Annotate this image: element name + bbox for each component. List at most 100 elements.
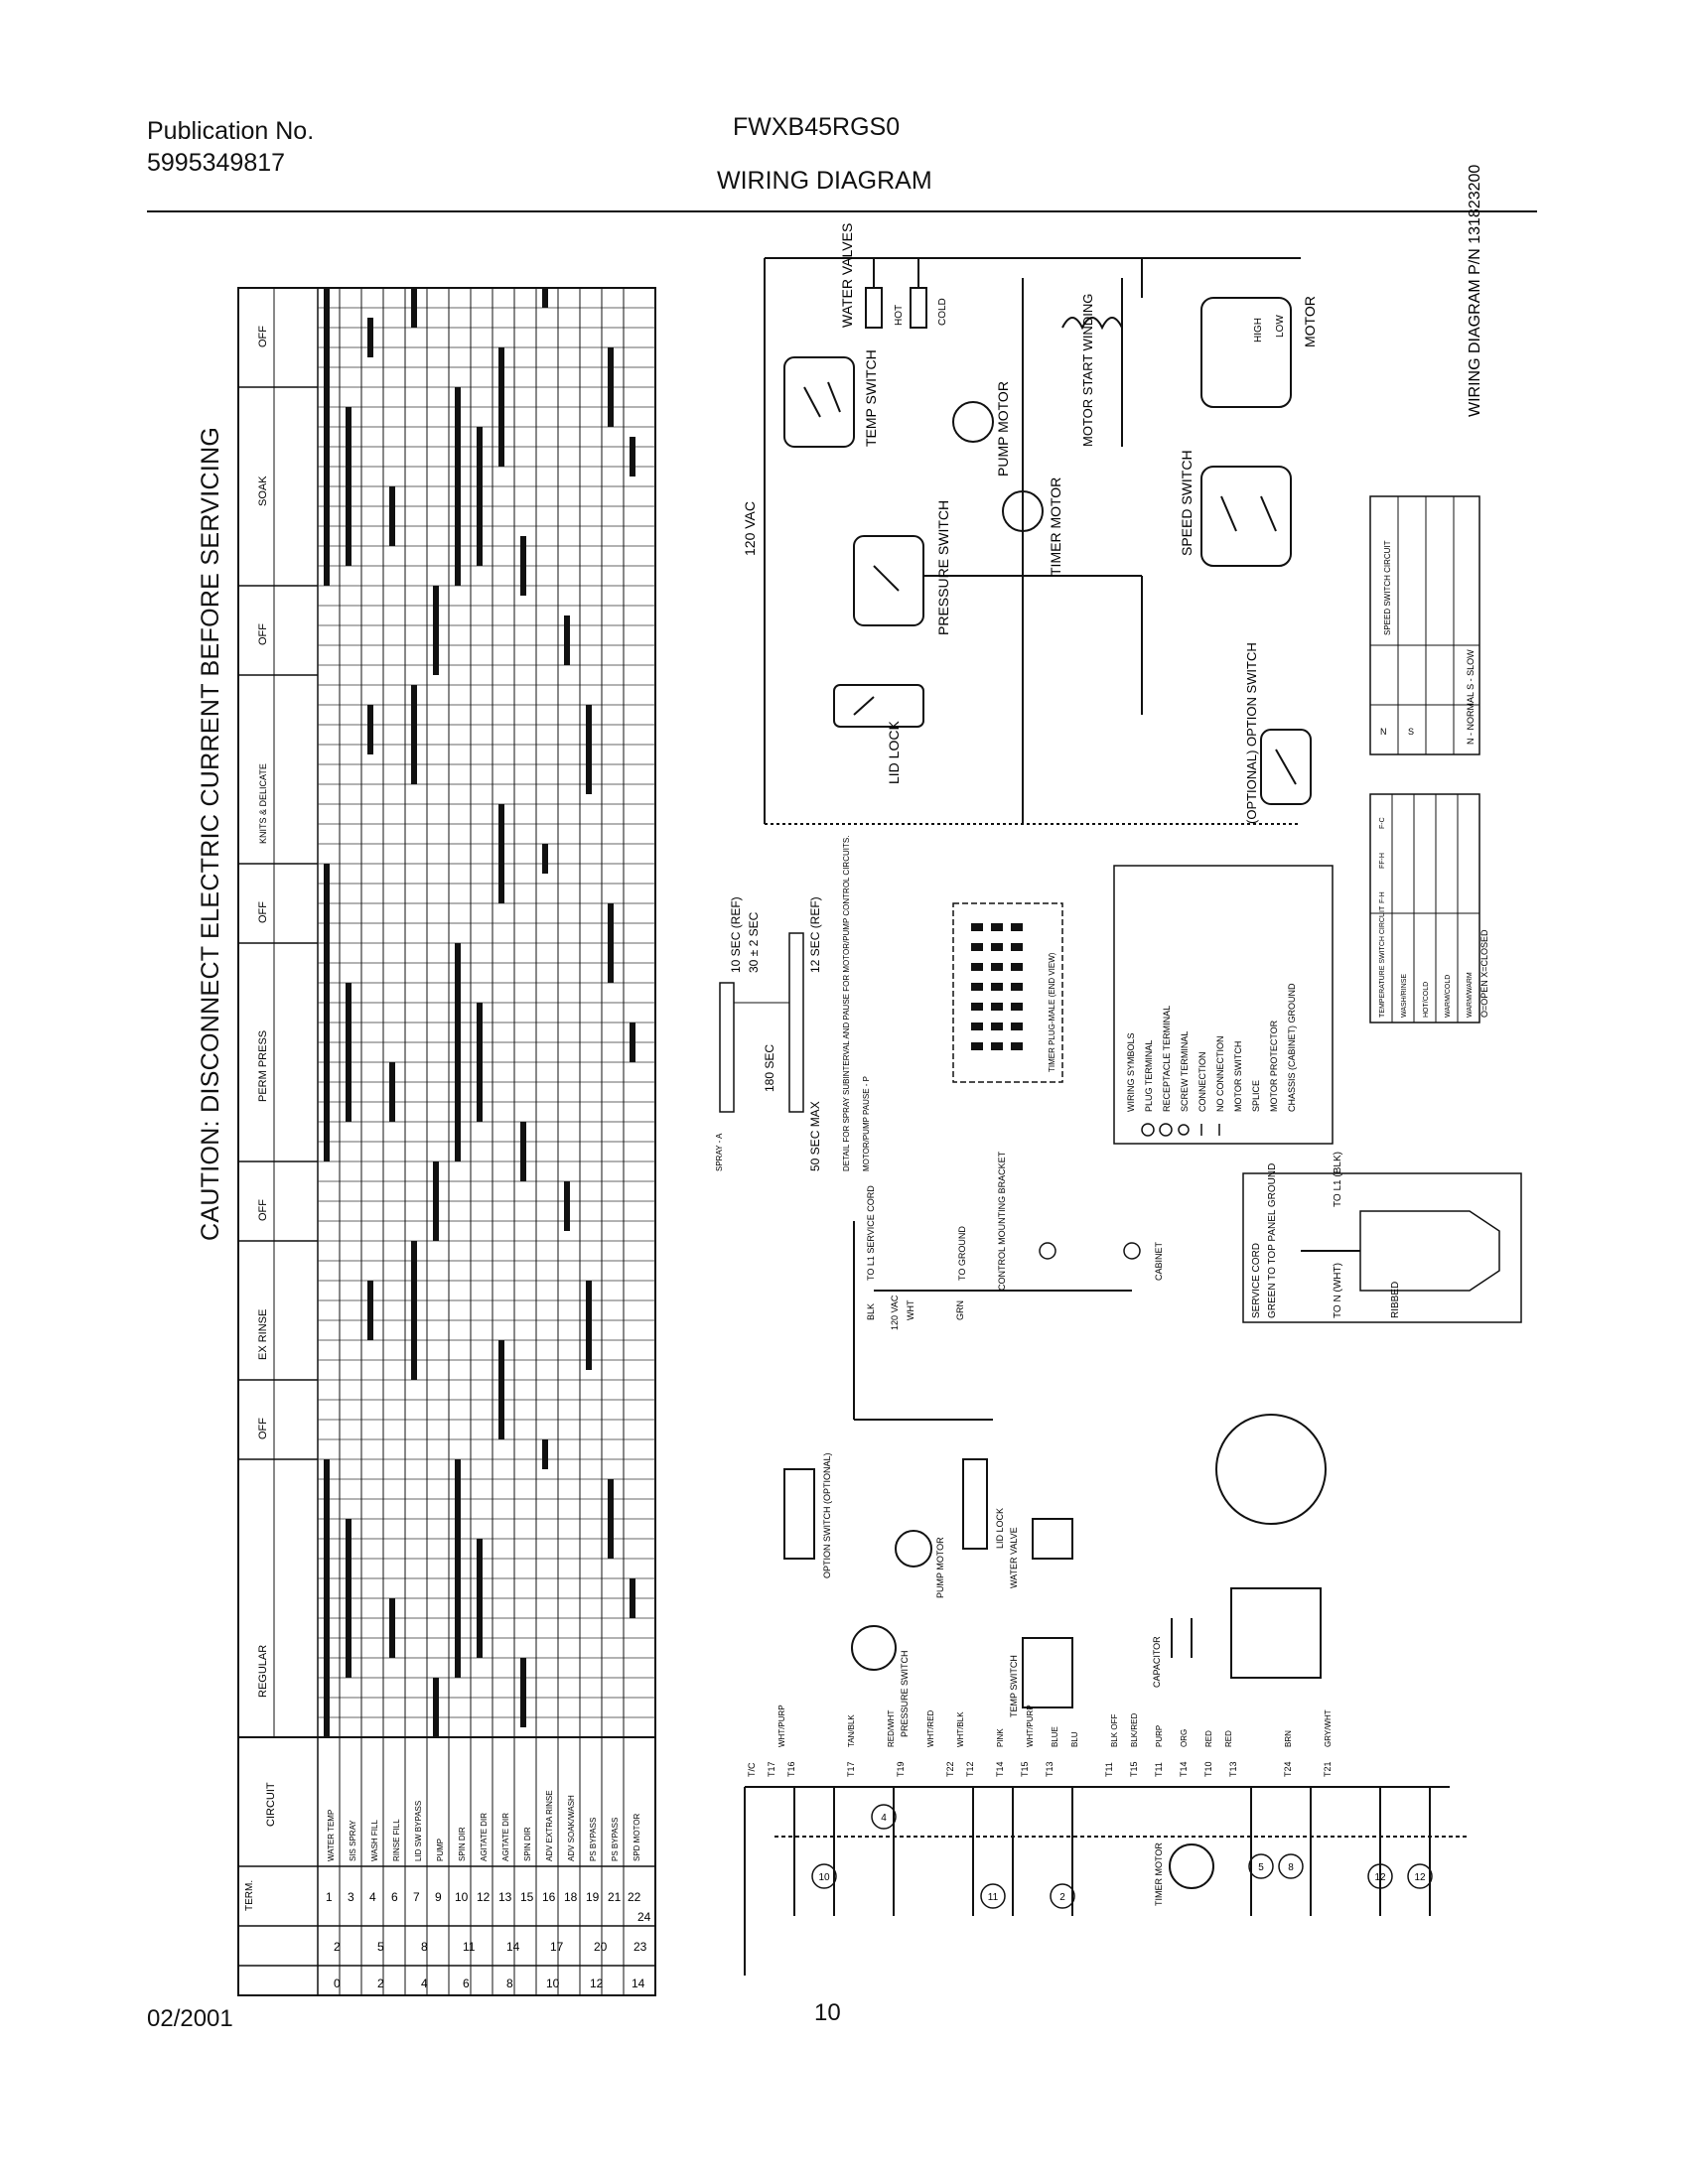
motor-label: MOTOR (1302, 296, 1318, 347)
wire-color: WHT/PURP (777, 1705, 786, 1747)
cycle-group-8: OFF (257, 1418, 269, 1439)
wire-color: PURP (1155, 1725, 1164, 1747)
legend-item: RECEPTACLE TERMINAL (1162, 1006, 1172, 1112)
term-a: 4 (369, 1890, 376, 1904)
wire-color: BRN (1284, 1730, 1293, 1747)
pict-water-valve: WATER VALVE (1009, 1527, 1019, 1588)
timing-detail: 10 SEC (REF) 30 ± 2 SEC 12 SEC (REF) 180… (715, 836, 871, 1171)
chart-circuit-labels: WATER TEMP SIS SPRAY WASH FILL RINSE FIL… (327, 1790, 641, 1861)
terminal-ref-number: 5 (1258, 1862, 1264, 1873)
terminal-ref (980, 1883, 1006, 1909)
terminal-ref-number: 11 (988, 1892, 999, 1903)
cycle-group-0: OFF (257, 326, 269, 347)
service-cord-detail: SERVICE CORD GREEN TO TOP PANEL GROUND T… (1242, 1152, 1522, 1323)
cycle-group-7: EX RINSE (257, 1309, 269, 1360)
chart-hgrid (318, 307, 655, 1718)
terminal-id: T11 (1154, 1762, 1164, 1777)
ladder-schematic: 120 VAC WATER VALVES HOT COLD TEMP SWITC… (742, 165, 1483, 825)
timing-detail-note: DETAIL FOR SPRAY SUBINTERVAL AND PAUSE F… (842, 836, 851, 1171)
terminal-id: T17 (767, 1761, 776, 1777)
cycle-group-4: OFF (257, 901, 269, 923)
speed-switch-pictorial (1230, 1587, 1322, 1679)
cycle-group-3: KNITS & DELICATE (258, 763, 268, 844)
wire-color: BLK OFF (1110, 1714, 1119, 1747)
terminal-ref (811, 1863, 837, 1889)
cycle-group-1: SOAK (257, 476, 269, 506)
terminal-id: T24 (1283, 1761, 1293, 1777)
motor-pictorial (1215, 1414, 1327, 1525)
term-a: 1 (326, 1890, 333, 1904)
water-valves-label: WATER VALVES (839, 223, 855, 328)
terminal-id: T21 (1323, 1761, 1333, 1777)
speed-switch-table: SPEED SWITCH CIRCUIT N S N - NORMAL S - … (1369, 495, 1480, 755)
chart-group-dividers (238, 288, 318, 1737)
term-a: 15 (520, 1890, 534, 1904)
legend-item: PLUG TERMINAL (1144, 1040, 1154, 1112)
wire-color: WHT/BLK (956, 1711, 965, 1747)
term-a: 10 (455, 1890, 469, 1904)
pause-label: MOTOR/PUMP PAUSE - P (862, 1076, 871, 1171)
lid-lock-box (833, 684, 924, 728)
circuit-label: SPD MOTOR (633, 1813, 641, 1861)
terminal-ref (1278, 1853, 1304, 1879)
terminal-ref (1248, 1853, 1274, 1879)
temp-switch-pictorial (1022, 1637, 1073, 1708)
terminal-id: T11 (1104, 1762, 1114, 1777)
timing-50sec: 50 SEC MAX (808, 1101, 822, 1171)
terminal-ref-number: 8 (1288, 1862, 1294, 1873)
wire-color: TAN/BLK (847, 1714, 856, 1747)
chart-cycle-labels: OFF SOAK OFF KNITS & DELICATE OFF PERM P… (244, 326, 277, 1911)
legend-item: NO CONNECTION (1215, 1036, 1225, 1113)
terminal-id: T13 (1045, 1761, 1055, 1777)
header-rule (147, 210, 1537, 212)
option-switch-pictorial (783, 1468, 815, 1560)
water-valve-pictorial (1032, 1518, 1073, 1560)
circuit-label: PUMP (436, 1839, 445, 1861)
legend-item: SCREW TERMINAL (1180, 1031, 1190, 1112)
term-a: 12 (477, 1890, 491, 1904)
pict-capacitor: CAPACITOR (1152, 1636, 1162, 1688)
cam-number: 12 (590, 1977, 604, 1990)
pict-lid-lock: LID LOCK (995, 1508, 1005, 1549)
wire-color: PINK (996, 1728, 1005, 1747)
terminal-id: T14 (1179, 1761, 1189, 1777)
wire-color: RED (1204, 1730, 1213, 1747)
pict-pressure-switch: PRESSURE SWITCH (900, 1650, 910, 1737)
to-black-label: TO L1 (BLK) (1333, 1152, 1343, 1207)
pict-bracket: CONTROL MOUNTING BRACKET (997, 1151, 1007, 1291)
wire-color: BLUE (1051, 1726, 1059, 1747)
terminal-ref (1050, 1883, 1075, 1909)
publication-label: Publication No. (147, 117, 315, 145)
legend-item: CHASSIS (CABINET) GROUND (1287, 983, 1297, 1112)
model-number: FWXB45RGS0 (733, 113, 901, 141)
temp-switch-table: TEMPERATURE SWITCH CIRCUIT WASH/RINSE HO… (1369, 793, 1489, 1024)
page-title: WIRING DIAGRAM (717, 167, 932, 195)
cam-number: 10 (546, 1977, 560, 1990)
terminal-ref (871, 1804, 897, 1830)
term-a: 18 (564, 1890, 578, 1904)
pict-vac: 120 VAC (890, 1295, 900, 1330)
term-b: 14 (506, 1940, 520, 1954)
lid-lock-pictorial (962, 1458, 988, 1550)
term-a: 19 (586, 1890, 600, 1904)
page-number: 10 (814, 1999, 841, 2026)
terminal-id: T/C (747, 1762, 757, 1777)
option-switch-label: (OPTIONAL) OPTION SWITCH (1244, 642, 1259, 824)
circuit-label: WASH FILL (370, 1820, 379, 1861)
chart-vgrid (339, 288, 625, 1995)
lid-lock-label: LID LOCK (886, 721, 902, 784)
supply-voltage: 120 VAC (742, 501, 758, 556)
legend-item: CONNECTION (1197, 1052, 1207, 1113)
term-a: 21 (608, 1890, 622, 1904)
terminal-ref (1407, 1863, 1433, 1889)
cycle-group-9: REGULAR (257, 1645, 269, 1698)
footer-date: 02/2001 (147, 2005, 233, 2032)
term-b: 17 (550, 1940, 564, 1954)
terminal-ref-number: 4 (881, 1813, 887, 1824)
cam-number: 6 (463, 1977, 470, 1990)
timer-sequence-chart: OFF SOAK OFF KNITS & DELICATE OFF PERM P… (237, 287, 656, 1996)
green-ground-label: GREEN TO TOP PANEL GROUND (1267, 1163, 1278, 1318)
wire-color: WHT/PURP (1026, 1705, 1035, 1747)
terminal-id: T19 (896, 1761, 906, 1777)
ribbed-label: RIBBED (1390, 1282, 1401, 1318)
